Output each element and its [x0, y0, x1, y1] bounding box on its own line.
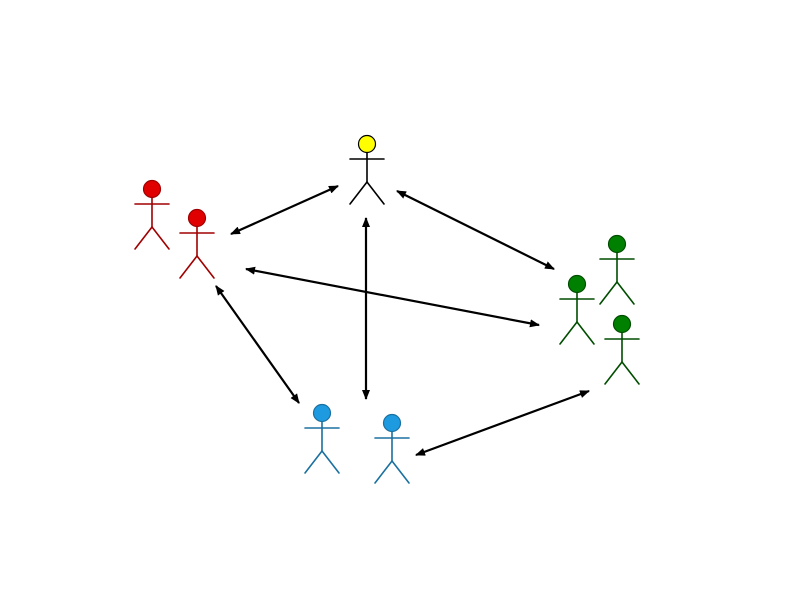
- actor-limb: [616, 281, 635, 305]
- arrow-line: [245, 266, 540, 328]
- actor-limb: [576, 321, 595, 345]
- actor-group-green: [559, 234, 640, 385]
- actor-icon: [349, 134, 385, 205]
- actor-limb: [604, 361, 623, 385]
- arrow-line: [415, 389, 590, 457]
- actor-group-red: [134, 179, 215, 279]
- arrow-blue-green: [415, 389, 590, 457]
- actor-icon: [559, 274, 595, 345]
- actor-limb: [321, 450, 340, 474]
- actor-head: [187, 208, 207, 228]
- arrow-red-yellow: [230, 184, 339, 236]
- actor-head: [612, 314, 632, 334]
- arrow-line: [215, 285, 300, 404]
- actor-head: [312, 403, 332, 423]
- actor-head: [382, 413, 402, 433]
- arrow-line: [396, 190, 555, 270]
- actors-layer: [134, 134, 640, 484]
- actor-head: [357, 134, 377, 154]
- actor-limb: [151, 226, 170, 250]
- actor-limb: [179, 255, 198, 279]
- actor-group-blue: [304, 403, 410, 484]
- actor-limb: [391, 460, 410, 484]
- arrow-line: [230, 184, 339, 236]
- actor-limb: [196, 255, 215, 279]
- actor-group-yellow: [349, 134, 385, 205]
- actor-icon: [599, 234, 635, 305]
- arrow-red-blue: [215, 285, 300, 404]
- actor-limb: [366, 181, 385, 205]
- connections-layer: [215, 184, 590, 457]
- actor-limb: [349, 181, 368, 205]
- actor-limb: [599, 281, 618, 305]
- actor-icon: [134, 179, 170, 250]
- arrow-yellow-green: [396, 190, 555, 270]
- actor-icon: [304, 403, 340, 474]
- actor-limb: [559, 321, 578, 345]
- actor-limb: [374, 460, 393, 484]
- actor-limb: [304, 450, 323, 474]
- actor-limb: [134, 226, 153, 250]
- actor-icon: [179, 208, 215, 279]
- arrow-red-green: [245, 266, 540, 328]
- actor-limb: [621, 361, 640, 385]
- actor-head: [142, 179, 162, 199]
- actor-icon: [374, 413, 410, 484]
- actor-head: [607, 234, 627, 254]
- actor-icon: [604, 314, 640, 385]
- actor-head: [567, 274, 587, 294]
